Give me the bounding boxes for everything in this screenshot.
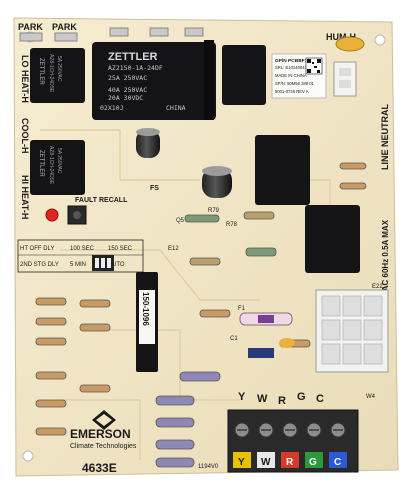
r79-label: R79 xyxy=(208,208,220,214)
id-label-rev: 5001-0726 REV A xyxy=(275,89,309,94)
dip-row1-opt1: 100 SEC xyxy=(70,246,95,252)
id-label-made: MADE IN CHINA xyxy=(275,73,307,78)
e12-label: E12 xyxy=(168,246,179,252)
relay-k3 xyxy=(222,45,266,105)
fuse-f1: F1 xyxy=(238,306,293,326)
relay-k2-brand: ZETTLER xyxy=(38,150,44,177)
capacitor-small-yellow xyxy=(279,338,295,348)
lo-heat-h-label: LO HEAT-H xyxy=(20,55,30,103)
dip-switch xyxy=(92,255,114,271)
date-code: 1194V0 xyxy=(198,464,219,470)
relay-right-lower xyxy=(305,205,360,273)
id-label-srl: SRL: E1014004393 xyxy=(275,65,312,70)
capacitor-2 xyxy=(202,166,232,198)
qr-code-icon xyxy=(305,57,323,75)
tab-letter-y: Y xyxy=(238,457,245,468)
relay-right-upper xyxy=(255,135,310,205)
f1-label: F1 xyxy=(238,306,246,312)
dip-row2-label: 2ND STG DLY xyxy=(20,262,59,268)
id-label: GP/N PCBBF122 SRL: E1014004393 MADE IN C… xyxy=(271,53,327,99)
dip-row1-opt2: 150 SEC xyxy=(108,246,133,252)
terminal-tab-y xyxy=(233,452,251,468)
emerson-sub: Climate Technologies xyxy=(70,443,137,450)
w4-label: W4 xyxy=(366,394,376,400)
relay-main-model: AZ2150-1A-24DF xyxy=(108,64,163,72)
spade-terminals-top xyxy=(19,27,204,42)
fault-led xyxy=(45,208,59,222)
relay-k1-model: AZ8-1CH-24DSE xyxy=(48,54,54,93)
park-right-label: PARK xyxy=(52,22,77,32)
dip-row2-opt1: 5 MIN xyxy=(70,262,86,268)
r78-label: R78 xyxy=(226,222,238,228)
relay-main: ZETTLER AZ2150-1A-24DF 25A 250VAC 40A 25… xyxy=(92,40,216,120)
term-letter-r: R xyxy=(278,395,286,407)
relay-main-rating2: 40A 250VAC xyxy=(108,86,147,94)
term-letter-c: C xyxy=(316,393,324,405)
relay-k1-rating: 5A 250VAC xyxy=(56,56,62,82)
relay-k2-rating: 5A 250VAC xyxy=(56,148,62,174)
emerson-logo: EMERSON Climate Technologies xyxy=(70,410,137,450)
resistors xyxy=(35,162,367,468)
dip-row1-label: HT OFF DLY xyxy=(20,246,54,252)
c1-label: C1 xyxy=(230,336,238,342)
hum-h-label: HUM-H xyxy=(326,32,356,42)
board-code: 4633E xyxy=(82,461,117,475)
term-letter-w: W xyxy=(257,393,268,405)
fault-recall-label: FAULT RECALL xyxy=(75,197,128,204)
ic-chip xyxy=(248,348,274,358)
connector-small xyxy=(333,61,357,97)
relay-main-brand: ZETTLER xyxy=(108,51,158,63)
dip-table: HT OFF DLY 100 SEC 150 SEC 2ND STG DLY 5… xyxy=(17,239,144,273)
id-label-spn: SP/N: 50M56 289 01 xyxy=(275,81,315,86)
cool-h-label: COOL-H xyxy=(20,118,30,154)
relay-k2-model: AZ8-1CH-24DSE xyxy=(48,146,54,185)
terminal-tab-g xyxy=(305,452,323,468)
e22-label: E22 xyxy=(372,284,383,290)
tab-letter-g: G xyxy=(309,457,317,468)
term-letter-g: G xyxy=(297,391,306,403)
system-rating-label: SYSTEM 24VAC 60Hz 0.5A MAX xyxy=(381,219,390,340)
relay-k2: ZETTLER AZ8-1CH-24DSE 5A 250VAC xyxy=(30,140,85,195)
terminal-tab-w xyxy=(257,452,275,468)
capacitor-yellow xyxy=(335,36,365,52)
relay-k1-brand: ZETTLER xyxy=(38,58,44,85)
emerson-name: EMERSON xyxy=(70,427,131,441)
circuit-board xyxy=(13,17,399,477)
tab-letter-r: R xyxy=(286,457,294,468)
mounting-hole xyxy=(374,34,386,46)
park-left-label: PARK xyxy=(18,22,43,32)
main-connector: E22 xyxy=(315,284,389,373)
hi-heat-h-label: HI HEAT-H xyxy=(20,175,30,219)
mounting-hole xyxy=(22,450,34,462)
terminal-tab-c xyxy=(329,452,347,468)
id-label-gpn: GP/N PCBBF122 xyxy=(275,58,313,64)
line-neutral-label: LINE NEUTRAL xyxy=(380,104,390,170)
term-letter-y: Y xyxy=(238,391,246,403)
relay-k1: ZETTLER AZ8-1CH-24DSE 5A 250VAC xyxy=(30,48,85,103)
dip-row2-opt2: AUTO xyxy=(108,262,125,268)
relay-k4 xyxy=(264,48,324,108)
part-number-label: 150-1096 xyxy=(141,292,150,326)
relay-main-rating1: 25A 250VAC xyxy=(108,74,147,82)
part-number-chip: 150-1096 xyxy=(136,272,158,372)
terminal-tab-r xyxy=(281,452,299,468)
relay-main-rating3: 20A 30VDC xyxy=(108,94,143,102)
relay-main-code: 02X10J xyxy=(100,104,124,112)
q5-label: Q5 xyxy=(176,218,185,224)
capacitor-1 xyxy=(136,128,160,158)
terminal-letters-top: Y W R G C xyxy=(238,391,324,407)
thermostat-terminal-block: Y W R G C xyxy=(227,409,359,473)
fs-label: FS xyxy=(150,185,159,192)
tab-letter-w: W xyxy=(261,457,271,468)
relay-main-origin: CHINA xyxy=(166,104,186,112)
tab-letter-c: C xyxy=(334,457,341,468)
